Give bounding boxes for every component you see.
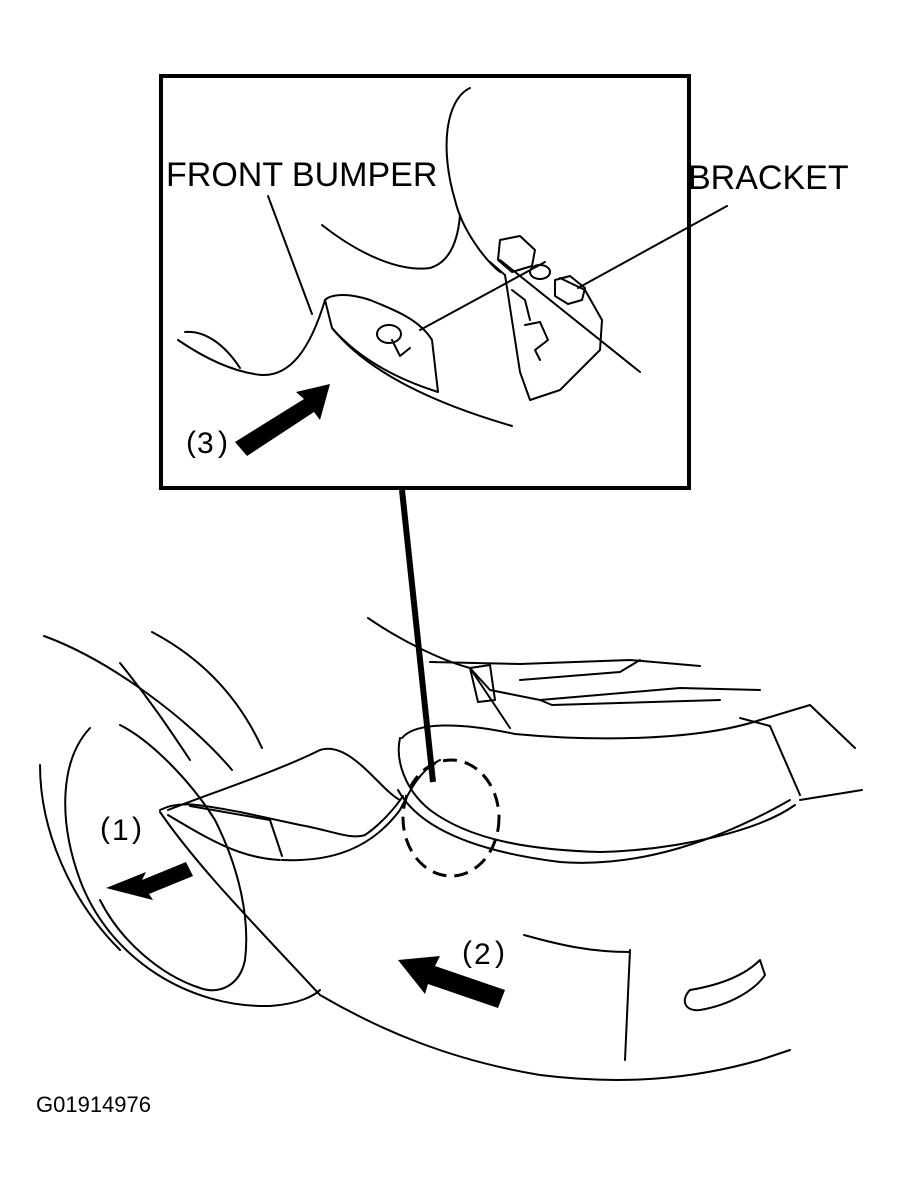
fog-lamp	[683, 959, 766, 1012]
arrow-1	[106, 862, 193, 900]
bumper-corner	[324, 294, 439, 393]
svg-text:(: (	[100, 812, 110, 845]
bumper-clip	[376, 324, 402, 344]
svg-text:): )	[132, 812, 142, 845]
bumper-wheel-arc	[184, 330, 241, 369]
hood-right-far	[799, 789, 863, 801]
step-1-badge: ( 1 )	[100, 812, 142, 847]
detail-frame	[159, 74, 691, 490]
hood-edge	[321, 214, 461, 270]
fender-sweep-3	[119, 662, 191, 761]
hood-front-edge	[167, 747, 401, 811]
step-1-number: 1	[112, 814, 129, 847]
label-bracket: BRACKET	[688, 159, 849, 197]
svg-text:): )	[218, 426, 228, 459]
svg-text:(: (	[186, 426, 196, 459]
step-2-number: 2	[474, 938, 491, 971]
step-3-number: 3	[197, 427, 214, 460]
fender-curve	[445, 87, 501, 273]
hood-right-edge-2	[759, 704, 856, 749]
bumper-outer-line	[177, 299, 326, 377]
hood-outline	[401, 719, 761, 740]
fender-sweep-1	[43, 635, 233, 771]
cowl-line	[429, 659, 701, 667]
arrow-3	[235, 384, 330, 456]
step-2-badge: ( 2 )	[462, 936, 505, 971]
tire-side	[39, 764, 121, 951]
wheel-inner	[99, 724, 248, 992]
figure-code: G01914976	[36, 1092, 151, 1117]
bumper-upper-contour	[281, 759, 441, 862]
car-front-view: ( 1 ) ( 2 )	[39, 617, 863, 1081]
bumper-clip-tab	[391, 339, 411, 357]
wheel-outer	[64, 727, 321, 1008]
bumper-side-line	[624, 949, 631, 1061]
front-bumper-body	[159, 811, 791, 1081]
arrow-2	[398, 956, 505, 1008]
headlight	[159, 795, 404, 838]
fender-sweep-2	[151, 631, 263, 749]
bracket-leader	[577, 205, 728, 289]
step-3-badge: ( 3 )	[186, 426, 228, 460]
wiper-line	[539, 699, 721, 706]
inset-pointer-line	[399, 489, 436, 783]
label-front-bumper: FRONT BUMPER	[166, 156, 437, 194]
detail-location-circle	[401, 758, 501, 878]
hood-right-edge	[739, 717, 801, 796]
windshield-lower	[367, 617, 511, 729]
cowl-inner	[519, 659, 641, 681]
bumper-lower-edge	[331, 327, 513, 427]
detail-inset: FRONT BUMPER BRACKET ( 3 )	[159, 74, 849, 490]
bumper-nose-line	[397, 789, 791, 864]
bracket	[489, 235, 641, 401]
hood-bulge	[397, 737, 796, 853]
headlight-inner	[189, 805, 283, 857]
clip-to-bracket-line	[419, 261, 546, 331]
cowl-box	[469, 664, 496, 703]
front-bumper-leader	[267, 195, 313, 315]
headlight-lower	[167, 814, 281, 861]
bumper-lower-lip	[523, 934, 631, 953]
svg-text:(: (	[462, 936, 472, 969]
svg-text:): )	[495, 936, 505, 969]
